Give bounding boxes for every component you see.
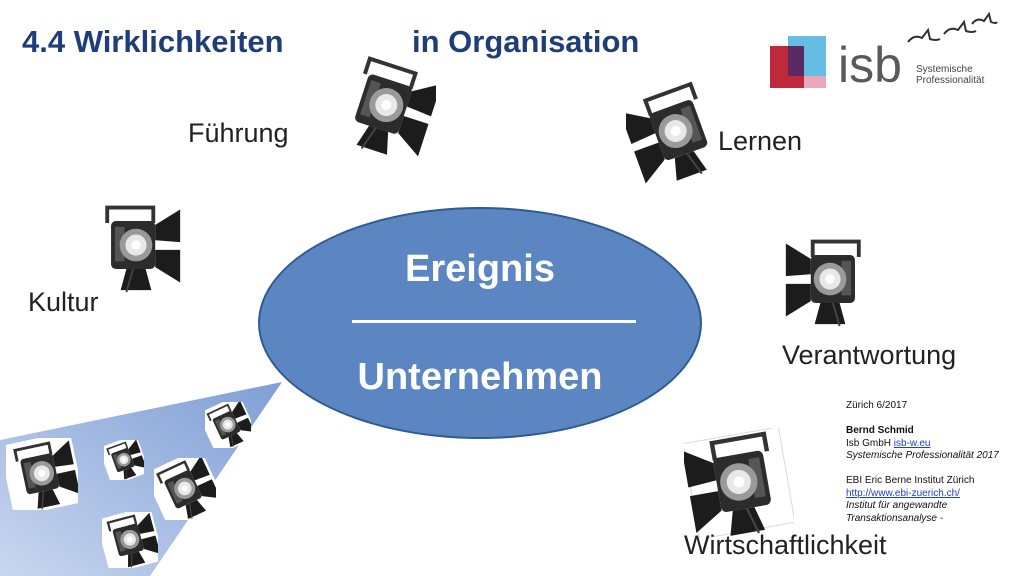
credits-ebi-line2: Transaktionsanalyse - bbox=[846, 512, 944, 524]
credits-company-name: Isb GmbH bbox=[846, 437, 894, 449]
spotlight-icon bbox=[205, 402, 251, 448]
isb-logo-line1: Systemische bbox=[916, 64, 973, 75]
isb-logo-brand: isb bbox=[838, 37, 902, 93]
label-fuehrung: Führung bbox=[188, 118, 289, 148]
spotlight-icon bbox=[626, 82, 723, 184]
label-kultur: Kultur bbox=[28, 287, 99, 317]
spotlight-icon bbox=[104, 440, 144, 480]
label-wirtschaftlichkeit: Wirtschaftlichkeit bbox=[684, 530, 887, 560]
credits-ebi-line1: Institut für angewandte bbox=[846, 500, 948, 511]
credits-ebi-link[interactable]: http://www.ebi-zuerich.ch/ bbox=[846, 487, 960, 499]
ellipse-divider-line bbox=[352, 320, 636, 323]
credits-place-date: Zürich 6/2017 bbox=[846, 400, 908, 411]
ellipse-text-ereignis: Ereignis bbox=[405, 248, 555, 290]
spotlight-icon bbox=[340, 56, 436, 158]
credits-company: Isb GmbH isb-w.eu bbox=[846, 438, 999, 451]
credits-block: Zürich 6/2017 Bernd Schmid Isb GmbH isb-… bbox=[846, 400, 999, 525]
spotlight-icon bbox=[783, 239, 861, 328]
spotlight-icon bbox=[154, 458, 216, 520]
spotlight-icon bbox=[684, 428, 794, 538]
birds-icon bbox=[907, 12, 998, 43]
label-verantwortung: Verantwortung bbox=[782, 340, 957, 370]
spotlight-icon bbox=[102, 512, 158, 568]
label-lernen: Lernen bbox=[718, 126, 803, 156]
spotlight-icon bbox=[105, 205, 183, 294]
credits-company-link[interactable]: isb-w.eu bbox=[893, 437, 931, 449]
isb-logo-line2: Professionalität bbox=[916, 75, 985, 86]
isb-logo-icon bbox=[770, 36, 826, 88]
slide-title-left: 4.4 Wirklichkeiten bbox=[22, 24, 284, 59]
credits-company-tagline: Systemische Professionalität 2017 bbox=[846, 450, 999, 461]
slide-title-right: in Organisation bbox=[412, 24, 640, 59]
ellipse-text-unternehmen: Unternehmen bbox=[357, 356, 603, 398]
spotlight-icon bbox=[6, 438, 78, 510]
center-ellipse bbox=[258, 207, 702, 439]
credits-author: Bernd Schmid bbox=[846, 425, 914, 436]
credits-ebi-name: EBI Eric Berne Institut Zürich bbox=[846, 475, 975, 486]
isb-logo: isb Systemische Professionalität bbox=[768, 12, 998, 102]
